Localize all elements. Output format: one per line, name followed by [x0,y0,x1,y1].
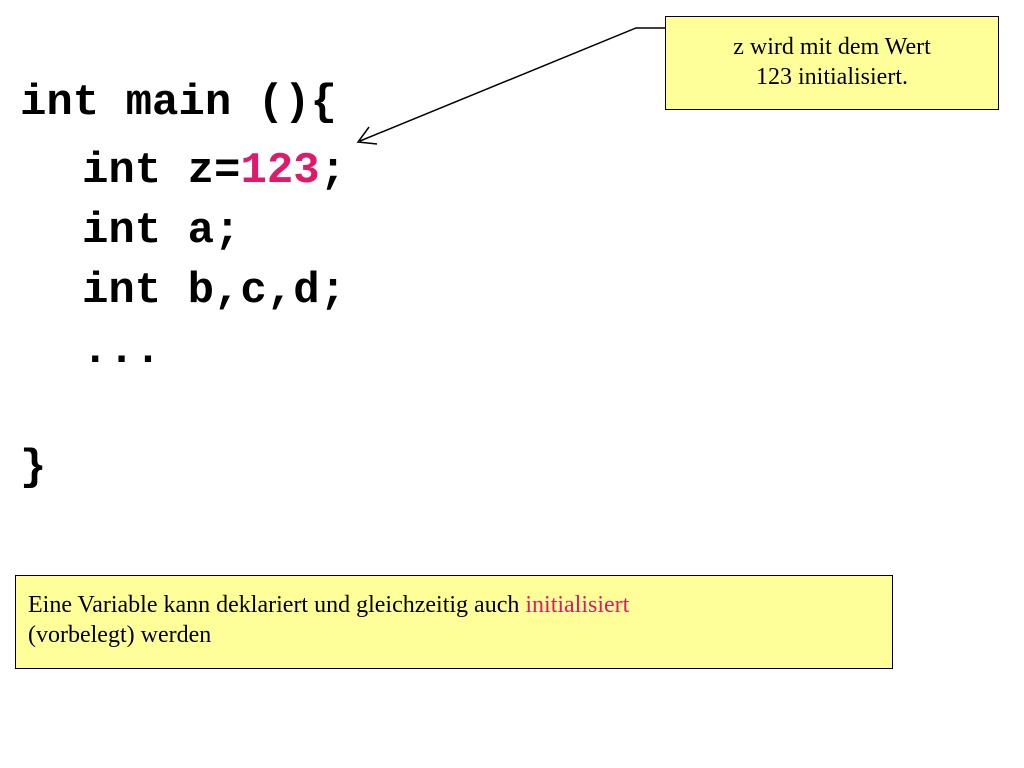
callout-bottom-line2: (vorbelegt) werden [28,622,212,648]
code-int-z-value: 123 [240,146,320,196]
callout-bottom-text: Eine Variable kann deklariert und gleich… [28,592,526,618]
code-line-int-z: int z=123; [82,146,346,196]
callout-bottom-line1: Eine Variable kann deklariert und gleich… [28,590,880,620]
code-line-closing-brace: } [20,443,47,493]
callout-variable-explanation: Eine Variable kann deklariert und gleich… [15,575,893,669]
callout-arrow-head [356,126,378,145]
code-line-int-bcd: int b,c,d; [82,266,347,316]
callout-bottom-highlight: initialisiert [525,592,630,618]
code-line-int-a: int a; [82,206,241,256]
callout-top-line2: 123 initialisiert. [756,64,908,90]
code-int-z-prefix: int z= [82,146,241,196]
code-line-ellipsis: ... [82,326,162,376]
callout-top-line1: z wird mit dem Wert [733,34,931,60]
code-line-main-signature: int main (){ [20,78,337,128]
callout-initialization-note: z wird mit dem Wert 123 initialisiert. [665,16,999,110]
callout-arrow-line [359,27,665,142]
code-int-z-suffix: ; [319,146,347,196]
